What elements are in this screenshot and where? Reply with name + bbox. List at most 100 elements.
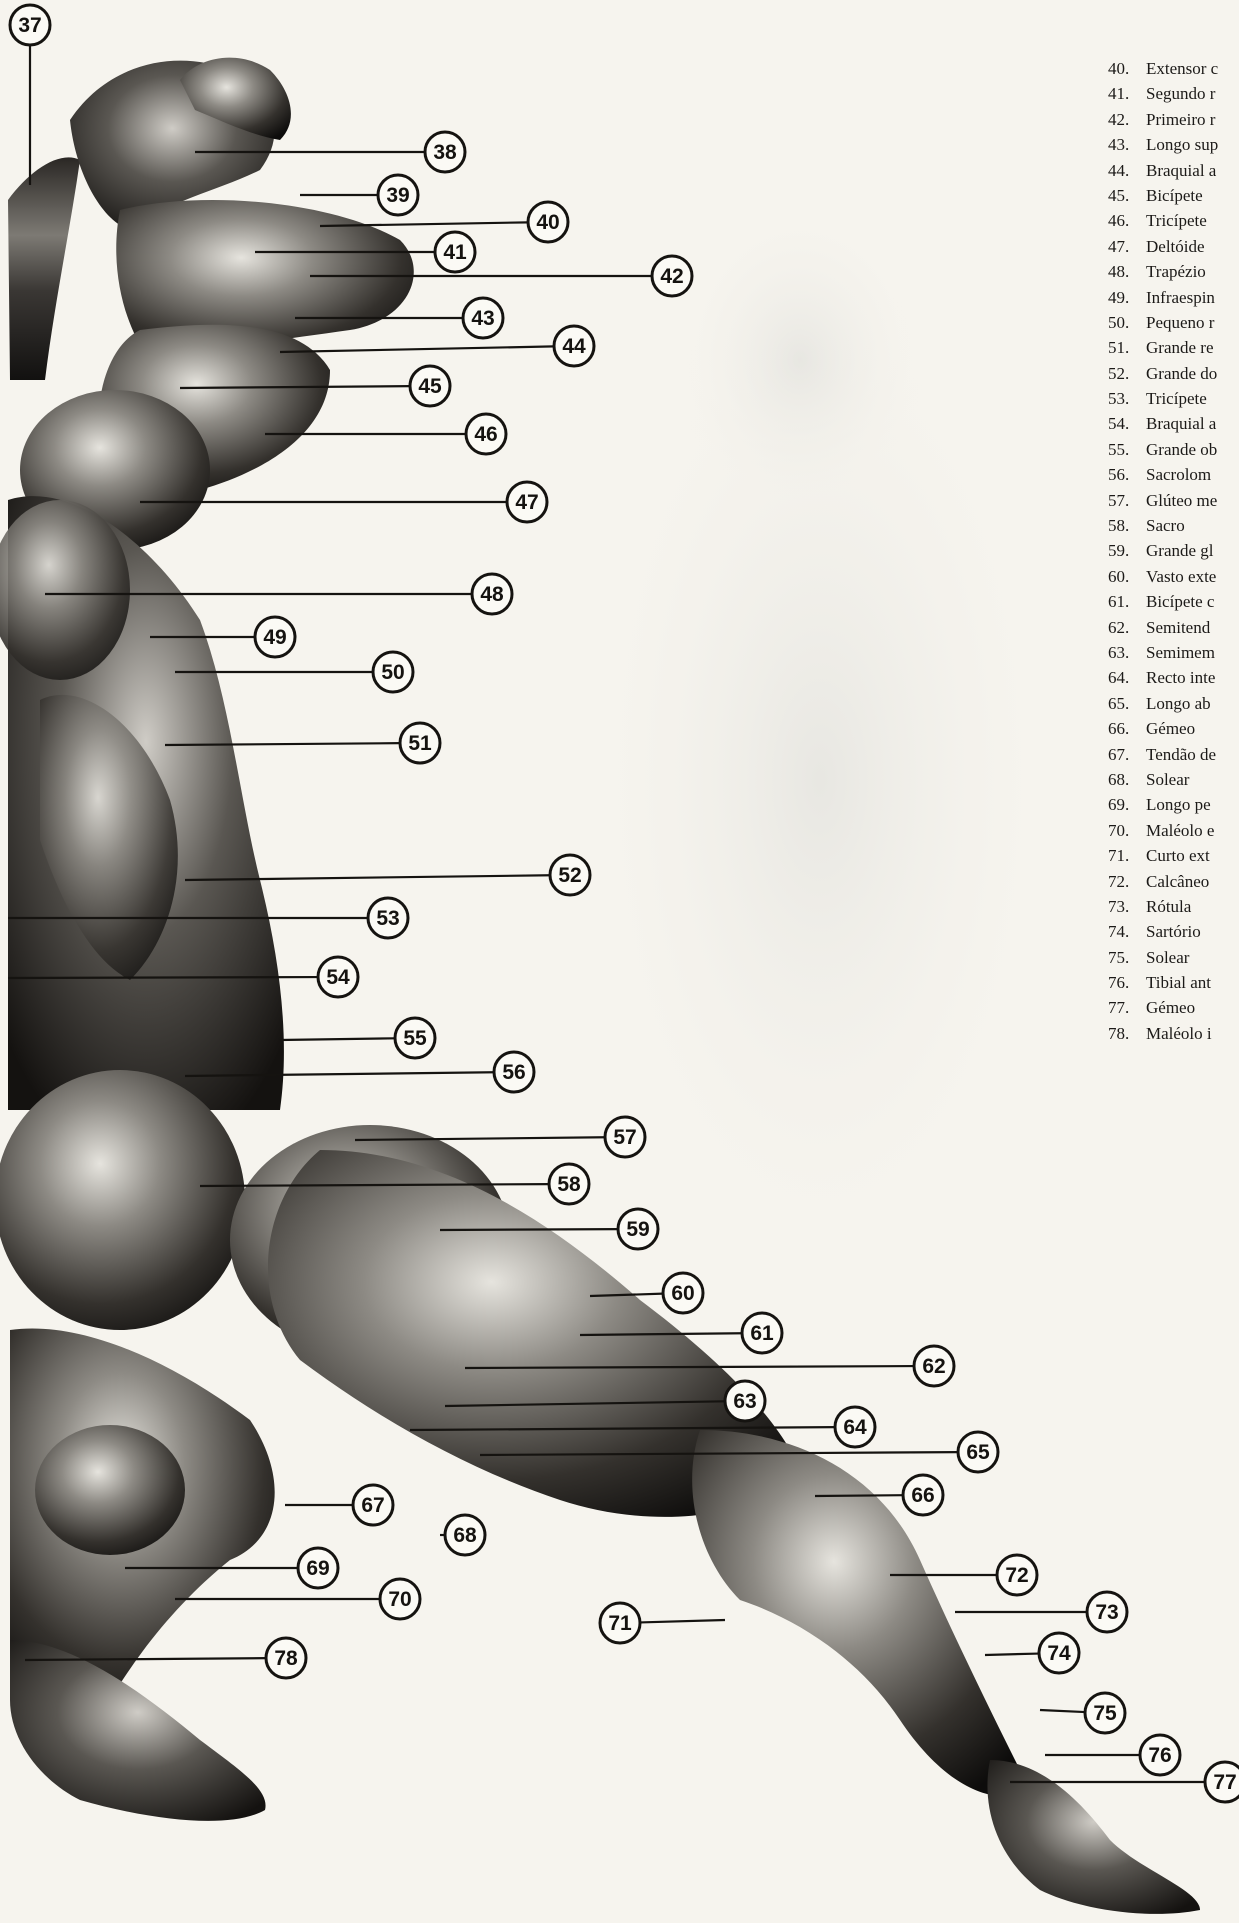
legend-item: 58.Sacro (1108, 513, 1239, 538)
callout-leader-line (1040, 1710, 1085, 1712)
legend-item-label: Recto inte (1146, 668, 1215, 687)
legend-item-label: Braquial a (1146, 414, 1216, 433)
legend-item-label: Trapézio (1146, 262, 1206, 281)
callout-number: 78 (274, 1647, 298, 1670)
legend-item-label: Sacrolom (1146, 465, 1211, 484)
legend-item: 66.Gémeo (1108, 716, 1239, 741)
callout-number: 53 (376, 907, 399, 930)
legend-item-label: Longo pe (1146, 795, 1211, 814)
callout-70: 70 (175, 1579, 420, 1619)
callout-68: 68 (440, 1515, 485, 1555)
callout-number: 61 (750, 1322, 774, 1345)
legend-item: 53.Tricípete (1108, 386, 1239, 411)
callout-number: 58 (557, 1173, 581, 1196)
legend-item-number: 49. (1108, 285, 1146, 310)
callout-number: 41 (443, 241, 467, 264)
callout-leader-line (280, 1038, 395, 1040)
legend-item-number: 40. (1108, 56, 1146, 81)
legend-item-number: 75. (1108, 945, 1146, 970)
legend-item-number: 60. (1108, 564, 1146, 589)
legend-item: 76.Tibial ant (1108, 970, 1239, 995)
legend-item: 68.Solear (1108, 767, 1239, 792)
legend-item-label: Semitend (1146, 618, 1210, 637)
legend-item-number: 69. (1108, 792, 1146, 817)
legend-item-number: 51. (1108, 335, 1146, 360)
callout-number: 37 (18, 14, 41, 37)
knee-patella (35, 1425, 185, 1555)
legend-item-number: 62. (1108, 615, 1146, 640)
legend-item: 64.Recto inte (1108, 665, 1239, 690)
callout-number: 46 (474, 423, 497, 446)
legend-item-number: 65. (1108, 691, 1146, 716)
callout-number: 74 (1047, 1642, 1071, 1665)
callout-73: 73 (955, 1592, 1127, 1632)
callout-75: 75 (1040, 1693, 1125, 1733)
legend-item-number: 46. (1108, 208, 1146, 233)
callout-number: 69 (306, 1557, 329, 1580)
legend-item: 49.Infraespin (1108, 285, 1239, 310)
callout-number: 49 (263, 626, 286, 649)
legend-item: 67.Tendão de (1108, 742, 1239, 767)
legend-item-label: Tendão de (1146, 745, 1216, 764)
callout-number: 40 (536, 211, 559, 234)
legend-item: 72.Calcâneo (1108, 869, 1239, 894)
callout-number: 62 (922, 1355, 945, 1378)
left-raised-arm (8, 157, 80, 380)
legend-item-label: Tibial ant (1146, 973, 1211, 992)
legend-item-number: 55. (1108, 437, 1146, 462)
callout-number: 76 (1148, 1744, 1171, 1767)
legend-item-label: Grande do (1146, 364, 1217, 383)
callout-number: 70 (388, 1588, 411, 1611)
callout-76: 76 (1045, 1735, 1180, 1775)
legend-item-number: 71. (1108, 843, 1146, 868)
callout-number: 48 (480, 583, 504, 606)
legend-item-number: 56. (1108, 462, 1146, 487)
legend-item-label: Glúteo me (1146, 491, 1217, 510)
legend-item: 46.Tricípete (1108, 208, 1239, 233)
legend-item-label: Braquial a (1146, 161, 1216, 180)
legend-item: 73.Rótula (1108, 894, 1239, 919)
callout-71: 71 (600, 1603, 725, 1643)
legend-item-label: Curto ext (1146, 846, 1210, 865)
callout-74: 74 (985, 1633, 1079, 1673)
legend-item-number: 57. (1108, 488, 1146, 513)
legend-item-label: Primeiro r (1146, 110, 1215, 129)
callout-number: 51 (408, 732, 432, 755)
legend-item: 63.Semimem (1108, 640, 1239, 665)
legend-item: 52.Grande do (1108, 361, 1239, 386)
legend-item-number: 76. (1108, 970, 1146, 995)
legend-item-label: Tricípete (1146, 389, 1207, 408)
legend-item-label: Gémeo (1146, 719, 1195, 738)
legend-item-label: Rótula (1146, 897, 1191, 916)
legend-item: 51.Grande re (1108, 335, 1239, 360)
legend-item: 60.Vasto exte (1108, 564, 1239, 589)
legend-item-number: 77. (1108, 995, 1146, 1020)
legend-item-number: 74. (1108, 919, 1146, 944)
legend-item-label: Grande re (1146, 338, 1214, 357)
legend-item-label: Deltóide (1146, 237, 1205, 256)
legend-item-label: Extensor c (1146, 59, 1218, 78)
legend-item-number: 44. (1108, 158, 1146, 183)
callout-37: 37 (10, 5, 50, 185)
callout-number: 67 (361, 1494, 384, 1517)
gluteus-left (0, 1070, 245, 1330)
legend-item: 54.Braquial a (1108, 411, 1239, 436)
legend-item-label: Maléolo i (1146, 1024, 1212, 1043)
legend-item-number: 61. (1108, 589, 1146, 614)
legend-item: 44.Braquial a (1108, 158, 1239, 183)
legend-item: 42.Primeiro r (1108, 107, 1239, 132)
callout-39: 39 (300, 175, 418, 215)
legend-item-label: Solear (1146, 948, 1189, 967)
callout-number: 73 (1095, 1601, 1118, 1624)
callout-number: 57 (613, 1126, 636, 1149)
legend-item-number: 67. (1108, 742, 1146, 767)
callout-leader-line (985, 1654, 1039, 1655)
legend-item-number: 50. (1108, 310, 1146, 335)
legend-item: 77.Gémeo (1108, 995, 1239, 1020)
legend-item-number: 63. (1108, 640, 1146, 665)
legend-item-number: 42. (1108, 107, 1146, 132)
callout-number: 72 (1005, 1564, 1028, 1587)
legend-item-label: Semimem (1146, 643, 1215, 662)
callout-number: 65 (966, 1441, 990, 1464)
